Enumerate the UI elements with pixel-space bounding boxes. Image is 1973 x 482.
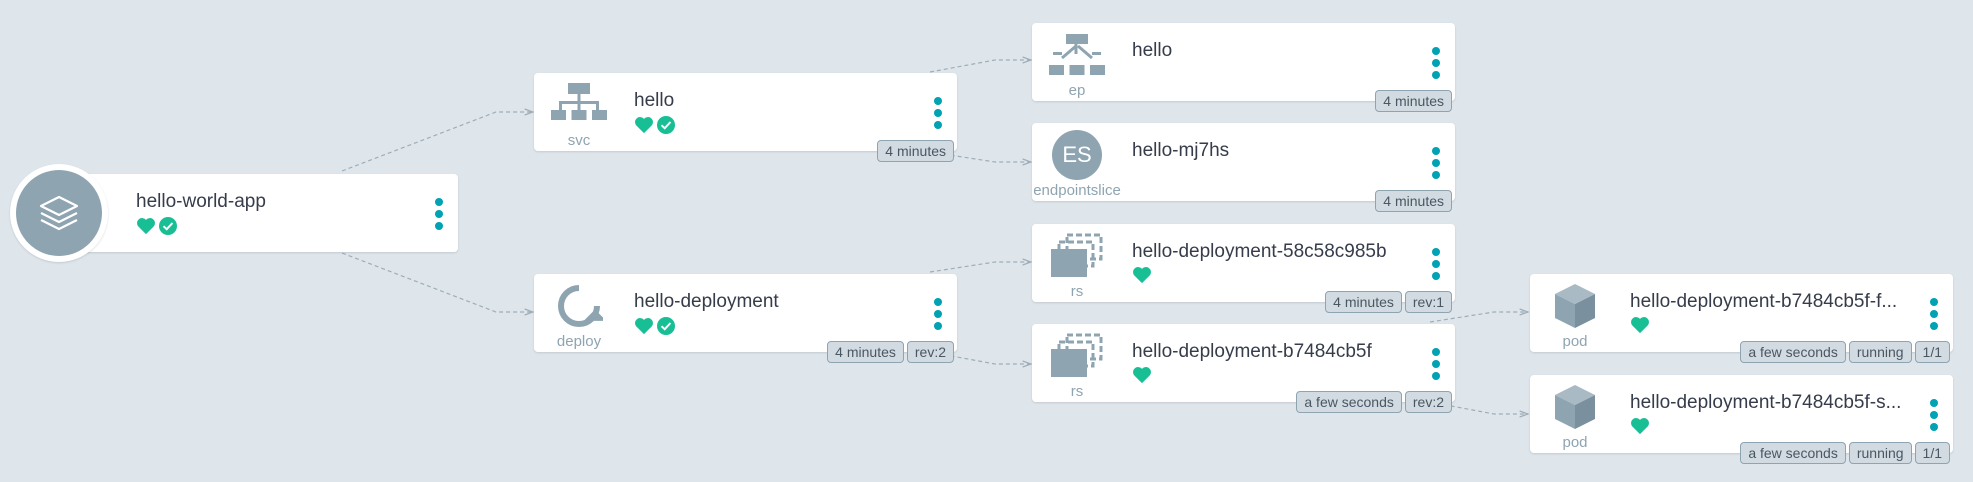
age-tag: 4 minutes bbox=[827, 341, 904, 363]
node-icon bbox=[1032, 23, 1122, 101]
ep-node[interactable]: ep hello 4 minutes bbox=[1032, 23, 1455, 112]
node-kind: pod bbox=[1562, 333, 1588, 350]
node-menu-button[interactable] bbox=[1432, 248, 1440, 280]
edge-app-deploy bbox=[341, 252, 533, 312]
node-menu-button[interactable] bbox=[1930, 298, 1938, 330]
heart-icon bbox=[635, 318, 653, 335]
node-icon bbox=[534, 73, 624, 151]
node-icon: ES bbox=[1032, 123, 1122, 201]
node-status bbox=[634, 115, 676, 135]
node-tags: a few seconds rev:2 bbox=[1296, 391, 1452, 413]
replicaset-icon bbox=[1051, 333, 1103, 377]
node-kind: rs bbox=[1070, 383, 1084, 400]
node-menu-button[interactable] bbox=[1930, 399, 1938, 431]
node-tags: a few seconds running 1/1 bbox=[1740, 341, 1950, 363]
node-icon bbox=[1530, 375, 1620, 453]
age-tag: 4 minutes bbox=[1325, 291, 1402, 313]
check-circle-icon bbox=[657, 116, 675, 134]
replicaset-icon bbox=[1051, 233, 1103, 277]
revision-tag: rev:2 bbox=[1404, 391, 1452, 413]
node-status bbox=[1630, 316, 1650, 334]
edge-rs2-pod1 bbox=[1429, 312, 1528, 323]
phase-tag: running bbox=[1848, 341, 1912, 363]
node-menu-button[interactable] bbox=[435, 198, 443, 230]
check-circle-icon bbox=[657, 317, 675, 335]
node-title: hello bbox=[634, 90, 675, 111]
node-title: hello-deployment-b7484cb5f-f... bbox=[1630, 291, 1898, 312]
node-kind: svc bbox=[567, 132, 591, 149]
node-tags: 4 minutes bbox=[1375, 190, 1452, 212]
svc-node[interactable]: svc hello 4 minutes bbox=[534, 73, 957, 162]
age-tag: a few seconds bbox=[1740, 442, 1846, 464]
ready-tag: 1/1 bbox=[1914, 442, 1950, 464]
node-icon bbox=[534, 274, 624, 352]
node-kind: deploy bbox=[556, 333, 602, 350]
node-status bbox=[1630, 417, 1650, 435]
edge-app-svc bbox=[341, 112, 533, 172]
endpointslice-badge: ES bbox=[1052, 130, 1102, 180]
node-icon bbox=[1032, 224, 1122, 302]
revision-tag: rev:1 bbox=[1404, 291, 1452, 313]
age-tag: a few seconds bbox=[1740, 341, 1846, 363]
node-kind: rs bbox=[1070, 283, 1084, 300]
heart-icon bbox=[1133, 367, 1151, 384]
age-tag: 4 minutes bbox=[877, 140, 954, 162]
heart-icon bbox=[1631, 317, 1649, 334]
age-tag: a few seconds bbox=[1296, 391, 1402, 413]
check-circle-icon bbox=[159, 217, 177, 235]
endpointslice-node[interactable]: ES endpointslice hello-mj7hs 4 minutes bbox=[1032, 123, 1455, 212]
rs-node[interactable]: rs hello-deployment-58c58c985b 4 minutes… bbox=[1032, 224, 1455, 313]
node-icon bbox=[1032, 324, 1122, 402]
node-title: hello-deployment bbox=[634, 291, 779, 312]
node-title: hello bbox=[1132, 40, 1173, 61]
deploy-node[interactable]: deploy hello-deployment 4 minutes rev:2 bbox=[534, 274, 957, 363]
node-icon bbox=[1530, 274, 1620, 352]
phase-tag: running bbox=[1848, 442, 1912, 464]
heart-icon bbox=[635, 117, 653, 134]
age-tag: 4 minutes bbox=[1375, 90, 1452, 112]
node-title: hello-deployment-58c58c985b bbox=[1132, 241, 1387, 262]
rs-node[interactable]: rs hello-deployment-b7484cb5f a few seco… bbox=[1032, 324, 1455, 413]
node-title: hello-world-app bbox=[136, 191, 266, 212]
heart-icon bbox=[1631, 418, 1649, 435]
sync-icon bbox=[558, 285, 603, 327]
node-menu-button[interactable] bbox=[934, 298, 942, 330]
endpoints-icon bbox=[1049, 34, 1105, 75]
node-kind: ep bbox=[1068, 82, 1086, 99]
node-tags: 4 minutes bbox=[877, 140, 954, 162]
cube-icon bbox=[1555, 284, 1595, 328]
node-menu-button[interactable] bbox=[1432, 47, 1440, 79]
node-status bbox=[1132, 366, 1152, 384]
node-status bbox=[634, 316, 676, 336]
application-node[interactable]: hello-world-app bbox=[74, 174, 458, 252]
node-kind: pod bbox=[1562, 434, 1588, 451]
node-title: hello-deployment-b7484cb5f-s... bbox=[1630, 392, 1902, 413]
node-status bbox=[136, 216, 178, 236]
node-tags: a few seconds running 1/1 bbox=[1740, 442, 1950, 464]
revision-tag: rev:2 bbox=[906, 341, 954, 363]
heart-icon bbox=[137, 218, 155, 235]
node-status bbox=[1132, 266, 1152, 284]
node-title: hello-deployment-b7484cb5f bbox=[1132, 341, 1372, 362]
node-tags: 4 minutes rev:2 bbox=[827, 341, 954, 363]
network-tree-icon bbox=[551, 83, 607, 120]
cube-icon bbox=[1555, 385, 1595, 429]
node-menu-button[interactable] bbox=[1432, 348, 1440, 380]
heart-icon bbox=[1133, 267, 1151, 284]
pod-node[interactable]: pod hello-deployment-b7484cb5f-s... a fe… bbox=[1530, 375, 1953, 464]
node-tags: 4 minutes rev:1 bbox=[1325, 291, 1452, 313]
application-icon bbox=[10, 164, 108, 262]
node-tags: 4 minutes bbox=[1375, 90, 1452, 112]
edge-svc-ep bbox=[929, 60, 1031, 73]
layers-icon bbox=[39, 195, 79, 231]
node-menu-button[interactable] bbox=[934, 97, 942, 129]
pod-node[interactable]: pod hello-deployment-b7484cb5f-f... a fe… bbox=[1530, 274, 1953, 363]
age-tag: 4 minutes bbox=[1375, 190, 1452, 212]
node-kind: endpointslice bbox=[1033, 182, 1121, 199]
node-title: hello-mj7hs bbox=[1132, 140, 1230, 161]
edge-deploy-rs1 bbox=[929, 262, 1031, 273]
ready-tag: 1/1 bbox=[1914, 341, 1950, 363]
node-menu-button[interactable] bbox=[1432, 147, 1440, 179]
